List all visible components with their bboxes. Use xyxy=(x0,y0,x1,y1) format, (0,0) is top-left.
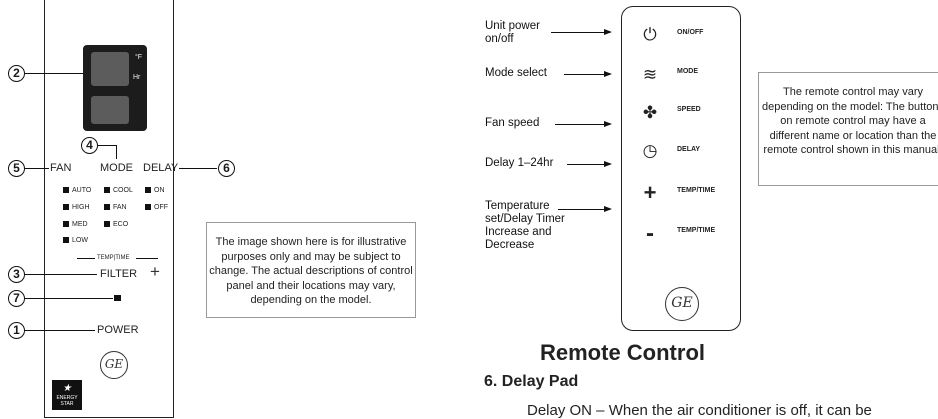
callout-1-leader xyxy=(25,330,95,331)
delay-button-label[interactable]: DELAY xyxy=(143,162,179,174)
led-fan-auto: AUTO xyxy=(63,187,91,194)
fan-button-label[interactable]: FAN xyxy=(50,162,72,174)
mode-wave-icon[interactable]: ≋ xyxy=(642,65,658,84)
remote-control xyxy=(621,6,741,331)
led-mode-fan: FAN xyxy=(104,204,127,211)
display-bottom-digits xyxy=(91,96,129,124)
remote-control-heading: Remote Control xyxy=(540,340,705,365)
display-top-digits xyxy=(91,52,129,86)
callout-4: 4 xyxy=(81,137,98,154)
callout-4-leader xyxy=(98,145,116,146)
temp-time-bracket-right xyxy=(136,258,158,259)
callout-6: 6 xyxy=(218,160,235,177)
filter-button-label[interactable]: FILTER xyxy=(100,268,138,280)
callout-2-leader xyxy=(25,73,83,74)
fahrenheit-indicator: °F xyxy=(135,54,143,61)
arrow-delay xyxy=(567,160,612,167)
arrow-temp xyxy=(558,205,612,212)
arrow-power xyxy=(551,28,612,35)
remote-temp-down-label: TEMP/TIME xyxy=(677,227,716,234)
led-delay-off: OFF xyxy=(145,204,168,211)
temp-up-button[interactable]: + xyxy=(150,262,160,281)
remote-onoff-label: ON/OFF xyxy=(677,29,704,36)
delay-on-description: Delay ON – When the air conditioner is o… xyxy=(527,402,872,419)
remote-mode-label: MODE xyxy=(677,68,698,75)
callout-3: 3 xyxy=(8,266,25,283)
ge-logo: GE xyxy=(100,351,128,379)
callout-7: 7 xyxy=(8,290,25,307)
energy-star-swoosh-icon: ★ xyxy=(62,383,72,394)
callout-5: 5 xyxy=(8,160,25,177)
energy-star-badge: ★ ENERGY STAR xyxy=(52,380,82,410)
temp-time-bracket-left xyxy=(77,258,95,259)
filter-indicator-led xyxy=(114,295,121,301)
remote-disclaimer-note: The remote control may vary depending on… xyxy=(758,72,938,186)
minus-icon[interactable]: - xyxy=(646,220,654,247)
callout-4-leader-down xyxy=(116,145,117,159)
led-delay-on: ON xyxy=(145,187,165,194)
clock-icon[interactable]: ◷ xyxy=(642,141,658,160)
led-mode-eco: ECO xyxy=(104,221,128,228)
desc-mode-select: Mode select xyxy=(485,67,548,79)
desc-delay: Delay 1–24hr xyxy=(485,157,554,169)
fan-icon[interactable]: ✤ xyxy=(642,103,658,122)
delay-pad-heading: 6. Delay Pad xyxy=(484,373,579,390)
arrow-fan xyxy=(555,120,612,127)
panel-disclaimer-note: The image shown here is for illustrative… xyxy=(206,222,416,318)
power-button-label[interactable]: POWER xyxy=(97,324,139,336)
remote-delay-label: DELAY xyxy=(677,146,701,153)
desc-fan-speed: Fan speed xyxy=(485,117,540,129)
digital-display: °F Hr xyxy=(83,45,147,131)
callout-5-leader xyxy=(25,168,49,169)
callout-1: 1 xyxy=(8,322,25,339)
led-fan-low: LOW xyxy=(63,237,88,244)
callout-6-leader xyxy=(179,168,217,169)
led-fan-high: HIGH xyxy=(63,204,90,211)
callout-2: 2 xyxy=(8,65,25,82)
remote-speed-label: SPEED xyxy=(677,106,701,113)
desc-unit-power: Unit power on/off xyxy=(485,20,540,45)
callout-7-leader xyxy=(25,298,113,299)
remote-ge-logo: GE xyxy=(665,287,699,321)
power-icon[interactable]: ⏻ xyxy=(643,25,657,44)
remote-temp-up-label: TEMP/TIME xyxy=(677,187,716,194)
temp-time-label: TEMP|TIME xyxy=(97,255,130,261)
desc-temperature: Temperature set/Delay Timer Increase and… xyxy=(485,200,565,251)
led-fan-med: MED xyxy=(63,221,88,228)
plus-icon[interactable]: + xyxy=(643,180,657,205)
callout-3-leader xyxy=(25,274,97,275)
arrow-mode xyxy=(564,70,612,77)
hour-indicator: Hr xyxy=(133,74,141,81)
mode-button-label[interactable]: MODE xyxy=(100,162,133,174)
energy-star-label: ENERGY STAR xyxy=(56,395,78,407)
led-mode-cool: COOL xyxy=(104,187,133,194)
